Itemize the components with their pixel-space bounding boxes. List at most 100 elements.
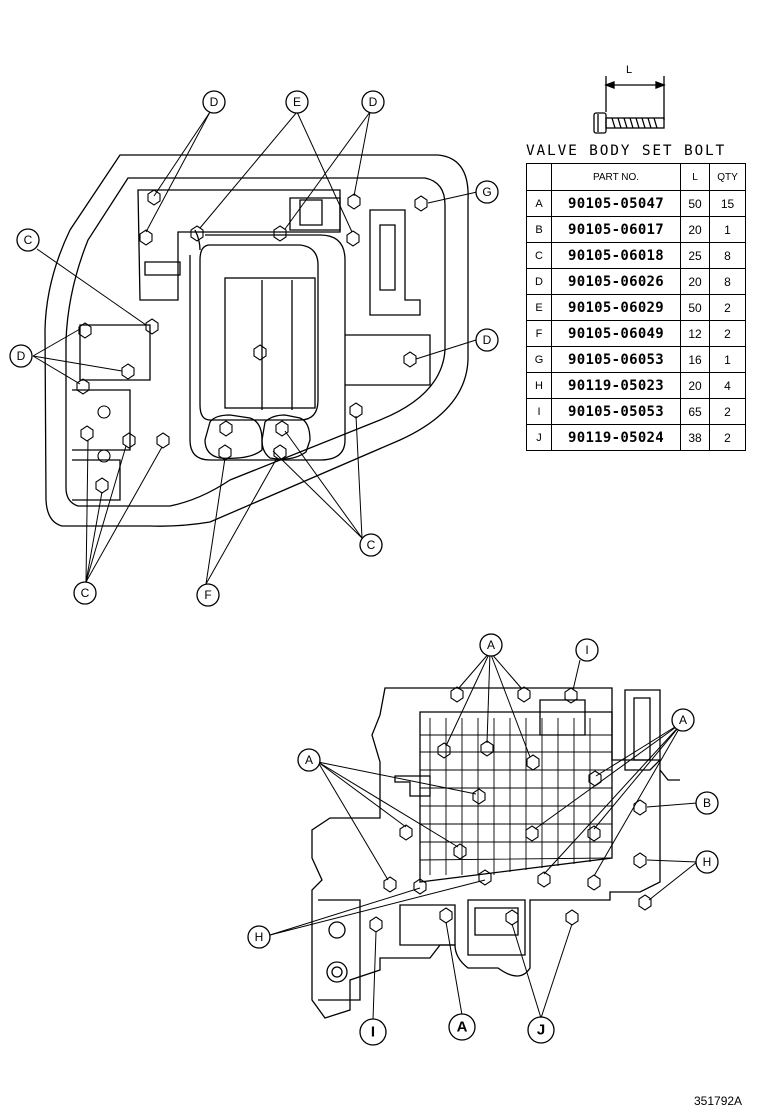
row-qty: 8 [709, 242, 746, 269]
row-part-no: 90105-05053 [551, 398, 681, 425]
svg-text:J: J [537, 1022, 545, 1039]
header-length: L [680, 163, 710, 191]
upper-main-plate-outer [189, 229, 346, 461]
upper-bolt [122, 432, 136, 449]
lower-grid [419, 718, 613, 875]
upper-right-detail [289, 197, 341, 231]
upper-left-block [79, 324, 151, 381]
table-row: J 90119-05024 38 2 [526, 424, 746, 451]
row-length: 20 [680, 372, 710, 399]
table-row: G 90105-06053 16 1 [526, 346, 746, 373]
upper-bolt [97, 405, 111, 419]
lower-bolt [399, 824, 413, 841]
row-part-no: 90105-06049 [551, 320, 681, 347]
upper-valve-body [44, 154, 469, 527]
lower-bolt [450, 686, 464, 703]
table-row: E 90105-06029 50 2 [526, 294, 746, 321]
upper-gasket-outline [44, 154, 469, 527]
table-row: H 90119-05023 20 4 [526, 372, 746, 399]
callout-e: E [285, 90, 309, 114]
lower-bolts [369, 686, 652, 933]
row-part-no: 90105-05047 [551, 190, 681, 217]
svg-text:F: F [204, 588, 211, 602]
callout-j: J [527, 1016, 555, 1044]
callout-h: H [695, 850, 719, 874]
svg-text:E: E [293, 95, 301, 109]
row-code: E [526, 294, 552, 321]
callout-h: H [247, 925, 271, 949]
lower-bolt [565, 909, 579, 926]
callout-a: A [671, 708, 695, 732]
callout-c: C [359, 533, 383, 557]
upper-bolt [145, 318, 159, 335]
callout-i: I [575, 638, 599, 662]
row-qty: 2 [709, 294, 746, 321]
row-length: 20 [680, 268, 710, 295]
upper-right-valve [369, 209, 421, 316]
lower-leader-lines [269, 651, 698, 1021]
table-row: D 90105-06026 20 8 [526, 268, 746, 295]
svg-text:A: A [457, 1019, 468, 1036]
header-part-no: PART NO. [551, 163, 681, 191]
callout-f: F [196, 583, 220, 607]
lower-top-boss [539, 699, 586, 736]
row-length: 65 [680, 398, 710, 425]
svg-text:A: A [487, 638, 495, 652]
row-code: D [526, 268, 552, 295]
row-code: B [526, 216, 552, 243]
bolt-illustration [593, 76, 666, 134]
table-row: C 90105-06018 25 8 [526, 242, 746, 269]
callout-d: D [475, 328, 499, 352]
row-qty: 8 [709, 268, 746, 295]
row-part-no: 90105-06026 [551, 268, 681, 295]
lower-bolt [413, 878, 427, 895]
lower-bolt [526, 754, 540, 771]
table-row: I 90105-05053 65 2 [526, 398, 746, 425]
lower-bolt [633, 799, 647, 816]
svg-text:A: A [305, 753, 313, 767]
lower-bracket [399, 904, 456, 946]
callout-a: A [479, 633, 503, 657]
svg-text:I: I [585, 643, 588, 657]
table-row: F 90105-06049 12 2 [526, 320, 746, 347]
lower-callouts: A I A A B H H I A J [247, 633, 719, 1046]
lower-bolt [437, 742, 451, 759]
table-row: A 90105-05047 50 15 [526, 190, 746, 217]
lower-bolt [564, 687, 578, 704]
bolt-dimension-label: L [626, 64, 633, 76]
upper-left-lower [72, 389, 131, 451]
lower-bolt [525, 825, 539, 842]
row-code: F [526, 320, 552, 347]
lower-valve-body [311, 687, 680, 1019]
lower-bolt [369, 916, 383, 933]
row-code: I [526, 398, 552, 425]
header-code [526, 163, 552, 191]
lower-right-tube [624, 689, 661, 771]
row-part-no: 90119-05024 [551, 424, 681, 451]
upper-bolt [76, 378, 90, 395]
callout-a: A [297, 748, 321, 772]
upper-bolt [403, 351, 417, 368]
lower-bolt [472, 788, 486, 805]
upper-bolt [275, 420, 289, 437]
row-length: 50 [680, 190, 710, 217]
svg-text:G: G [482, 185, 491, 199]
callout-i: I [359, 1018, 387, 1046]
upper-callouts: D E D G C D D C C F [9, 90, 499, 607]
lower-valve-block [467, 899, 526, 956]
lower-right-arm [659, 769, 680, 781]
lower-bolt [587, 874, 601, 891]
row-length: 12 [680, 320, 710, 347]
figure-code: 351792A [694, 1094, 743, 1108]
upper-bolt [147, 189, 161, 206]
row-length: 50 [680, 294, 710, 321]
upper-bolt [139, 229, 153, 246]
lower-bolt [480, 740, 494, 757]
callout-c: C [16, 228, 40, 252]
upper-bolt [414, 195, 428, 212]
callout-g: G [475, 180, 499, 204]
bolt-spec-table: PART NO. L QTY A 90105-05047 50 15 B 901… [526, 163, 746, 451]
upper-right-block [345, 334, 431, 386]
lower-bolt [478, 869, 492, 886]
row-part-no: 90119-05023 [551, 372, 681, 399]
